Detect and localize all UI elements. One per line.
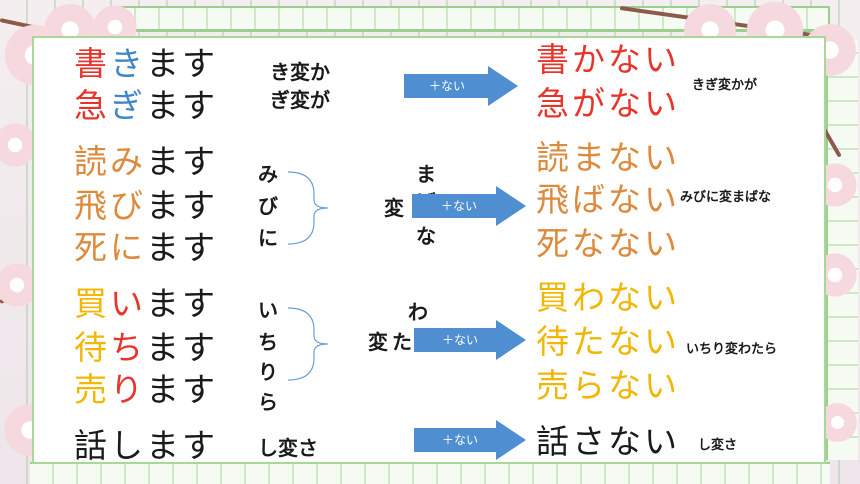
verb-ending: ます (146, 370, 218, 409)
verb-changing-kana: ち (110, 328, 146, 367)
change-label: 変 (368, 330, 388, 354)
verb-masu-form: 書きます (74, 44, 218, 84)
target-kana: た (392, 330, 412, 354)
verb-changing-kana: い (110, 284, 146, 323)
verb-masu-form: 読みます (74, 142, 218, 182)
change-label: 変 (384, 196, 404, 220)
bracket-icon (287, 307, 329, 381)
verb-ending: ます (146, 142, 218, 181)
verb-stem: 買 (74, 284, 110, 323)
verb-nai-form: 飛ばない (536, 180, 680, 219)
target-kana: な (416, 224, 436, 248)
verb-ending: ます (146, 186, 218, 225)
verb-ending: ます (146, 228, 218, 267)
arrow-label: ＋ない (441, 433, 478, 447)
summary-note: きぎ変かが (692, 78, 758, 93)
summary-note: いちり変わたら (686, 342, 778, 357)
kana-list-item: い (258, 298, 278, 322)
change-rule: ぎ変が (270, 88, 330, 112)
arrow-label: ＋ない (428, 79, 465, 93)
verb-stem: 売 (74, 370, 110, 409)
verb-stem: 飛 (74, 186, 110, 225)
kana-list-item: ら (258, 390, 278, 414)
verb-nai-form: 買わない (536, 278, 680, 317)
bracket-icon (287, 171, 329, 245)
verb-masu-form: 死にます (74, 228, 218, 268)
content-panel: 書きます 急ぎます き変か ぎ変が ＋ない 書かない 急がない きぎ変かが 読み… (32, 36, 826, 465)
verb-masu-form: 買います (74, 284, 218, 324)
verb-nai-form: 話さない (536, 422, 680, 461)
verb-ending: ます (146, 44, 218, 83)
target-kana: わ (408, 300, 428, 324)
verb-stem: 読 (74, 142, 110, 181)
verb-changing-kana: み (110, 142, 146, 181)
arrow-label: ＋ない (440, 199, 477, 213)
verb-changing-kana: ぎ (110, 86, 146, 125)
verb-masu-form: 話します (74, 426, 218, 465)
change-rule: し変さ (258, 436, 318, 460)
verb-masu-form: 売ります (74, 370, 218, 410)
verb-changing-kana: び (110, 186, 146, 225)
verb-masu-form: 急ぎます (74, 86, 218, 126)
kana-list-item: ち (258, 330, 278, 354)
verb-nai-form: 死なない (536, 224, 680, 263)
verb-nai-form: 書かない (536, 40, 680, 79)
arrow-label: ＋ない (441, 333, 478, 347)
right-arrow-icon (412, 186, 526, 226)
kana-list-item: び (258, 194, 278, 218)
verb-changing-kana: り (110, 370, 146, 409)
verb-ending: ます (146, 284, 218, 323)
verb-nai-form: 売らない (536, 366, 680, 405)
verb-nai-form: 急がない (536, 84, 680, 123)
verb-nai-form: 待たない (536, 322, 680, 361)
verb-stem: 死 (74, 228, 110, 267)
summary-note: し変さ (698, 438, 738, 453)
verb-masu-form: 待ちます (74, 328, 218, 368)
right-arrow-icon (414, 420, 526, 460)
right-arrow-icon (414, 320, 526, 360)
verb-ending: ます (146, 328, 218, 367)
verb-masu-form: 飛びます (74, 186, 218, 226)
verb-changing-kana: に (110, 228, 146, 267)
kana-list-item: み (258, 162, 278, 186)
verb-stem: 急 (74, 86, 110, 125)
verb-nai-form: 読まない (536, 138, 680, 177)
kana-list-item: り (258, 360, 278, 384)
right-arrow-icon (404, 66, 518, 106)
verb-stem: 待 (74, 328, 110, 367)
target-kana: ま (416, 162, 436, 186)
change-rule: き変か (270, 60, 330, 84)
summary-note: みびに変まばな (680, 190, 772, 205)
verb-ending: ます (146, 86, 218, 125)
verb-changing-kana: き (110, 44, 146, 83)
kana-list-item: に (258, 226, 278, 250)
verb-stem: 書 (74, 44, 110, 83)
